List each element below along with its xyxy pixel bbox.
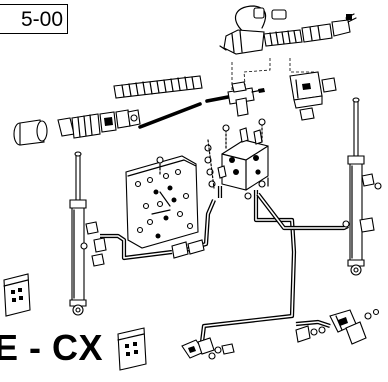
bottom-fittings-right (295, 308, 380, 345)
filter-cap (13, 119, 48, 146)
hydraulic-cylinder-left (69, 151, 107, 316)
tee-fitting (227, 81, 265, 117)
valve-plate (125, 155, 205, 259)
bottom-fittings-left (181, 337, 235, 360)
bag-of-small-parts-1 (3, 273, 31, 317)
model-code-label: E - CX (0, 327, 104, 368)
pipe-long-bottom (199, 190, 297, 343)
coil-spring (113, 75, 203, 99)
part-number-label: 5-00 (0, 4, 68, 34)
control-valve (221, 118, 269, 200)
hydraulic-hose-upper (138, 102, 202, 129)
solenoid-wire-top (235, 5, 267, 35)
loose-fittings (204, 139, 227, 189)
fitting-assembly (57, 109, 141, 139)
bag-of-small-parts-2 (117, 327, 147, 371)
solenoid-valve-right (289, 71, 337, 121)
hydraulic-cylinder-right (342, 97, 382, 276)
solenoid-assembly-top (223, 7, 357, 55)
